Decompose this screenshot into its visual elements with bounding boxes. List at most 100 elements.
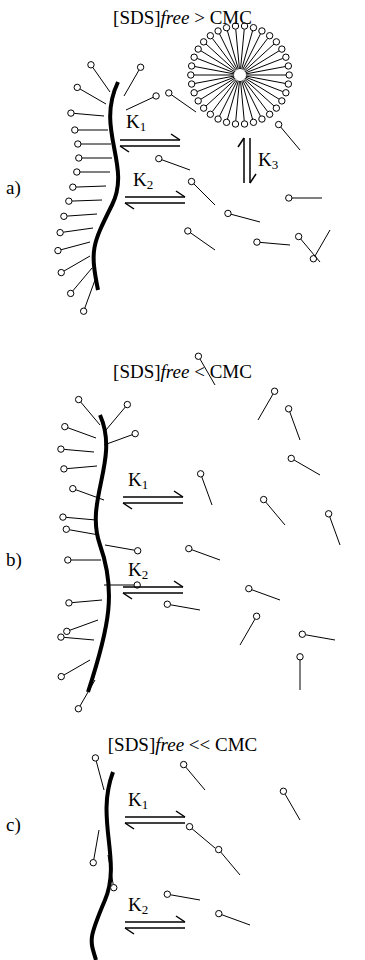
surfactant	[207, 33, 236, 71]
surfactant	[207, 80, 236, 118]
surfactant	[88, 62, 110, 92]
surfactant	[299, 631, 335, 640]
surfactant	[60, 514, 96, 520]
surfactant	[188, 63, 234, 74]
surfactant	[62, 423, 96, 438]
equilibrium-constant: K2	[133, 170, 153, 192]
surfactant	[216, 910, 250, 925]
surfactant	[188, 76, 234, 87]
surfactant	[275, 121, 300, 150]
surfactant	[245, 78, 285, 104]
surfactant	[243, 28, 265, 70]
surfactant	[76, 155, 112, 161]
surfactant	[58, 446, 94, 452]
surfactant	[188, 178, 215, 205]
surfactant	[240, 613, 260, 645]
surfactant	[186, 823, 215, 848]
surfactant	[164, 891, 200, 900]
surfactant	[64, 620, 98, 635]
equilibrium-constant: K3	[258, 150, 278, 172]
surfactant	[74, 84, 106, 104]
surfactant	[61, 466, 97, 472]
surfactant	[215, 28, 237, 70]
surfactant	[225, 210, 260, 222]
surfactant	[232, 23, 239, 69]
surfactant	[310, 230, 330, 262]
equilibrium-arrows	[125, 191, 185, 209]
surfactant	[186, 545, 220, 560]
surfactant	[156, 155, 190, 170]
surfactant	[55, 242, 90, 254]
surfactant	[106, 401, 131, 430]
equilibrium-arrows	[120, 134, 180, 152]
surfactant	[66, 600, 102, 606]
equilibrium-arrows	[238, 138, 256, 183]
surfactant	[124, 64, 144, 96]
surfactant	[215, 846, 240, 875]
surfactant	[72, 127, 108, 133]
surfactant	[75, 680, 95, 712]
equilibrium-constant: K1	[128, 790, 148, 812]
surfactant	[246, 76, 292, 87]
surfactant	[67, 268, 92, 297]
equilibrium-arrows	[123, 491, 183, 509]
surfactant	[75, 141, 111, 147]
equilibrium-arrows	[123, 581, 183, 599]
surfactant	[285, 406, 300, 440]
surfactant	[90, 830, 99, 866]
surfactant	[126, 93, 159, 110]
panel-letter: b)	[6, 550, 22, 571]
surfactant	[57, 228, 93, 236]
surfactant	[195, 46, 235, 72]
surfactant	[74, 169, 110, 175]
panel-letter: a)	[6, 178, 21, 199]
surfactant	[66, 198, 102, 204]
surfactant	[104, 430, 138, 445]
surfactant	[108, 855, 117, 891]
polymer-chain	[88, 415, 109, 692]
surfactant	[243, 80, 265, 122]
surfactant	[185, 228, 215, 250]
equilibrium-constant: K2	[128, 560, 148, 582]
surfactant	[286, 195, 322, 201]
surfactant	[246, 63, 292, 74]
surfactant	[288, 455, 320, 475]
surfactant	[215, 80, 237, 122]
surfactant	[254, 239, 290, 245]
equilibrium-constant: K1	[128, 470, 148, 492]
surfactant	[244, 80, 273, 118]
surfactant	[241, 81, 248, 127]
condition-title: [SDS]free < CMC	[0, 362, 365, 383]
surfactant	[164, 601, 200, 610]
surfactant	[295, 233, 320, 262]
surfactant	[258, 388, 278, 420]
surfactant	[68, 110, 104, 116]
equilibrium-arrows	[125, 916, 185, 934]
surfactant	[75, 396, 100, 425]
panel-letter: c)	[6, 815, 21, 836]
surfactant	[260, 496, 285, 525]
surfactant	[58, 660, 90, 680]
surfactant	[280, 788, 300, 820]
surfactant	[58, 256, 90, 276]
equilibrium-arrows	[125, 811, 185, 829]
equilibrium-constant: K2	[128, 895, 148, 917]
equilibrium-constant: K1	[126, 112, 146, 134]
surfactant	[70, 485, 104, 500]
surfactant	[58, 634, 94, 640]
surfactant	[65, 557, 101, 563]
surfactant	[70, 184, 106, 190]
surfactant	[166, 90, 196, 112]
surfactant	[80, 280, 95, 314]
surfactant	[92, 755, 104, 790]
surfactant	[246, 585, 280, 600]
surfactant	[61, 213, 97, 219]
surfactant	[297, 654, 303, 690]
surfactant	[180, 761, 205, 790]
surfactant	[105, 545, 141, 554]
surfactant	[63, 526, 99, 535]
surfactant	[325, 511, 340, 545]
surfactant	[197, 471, 212, 505]
condition-title: [SDS]free << CMC	[0, 735, 365, 756]
